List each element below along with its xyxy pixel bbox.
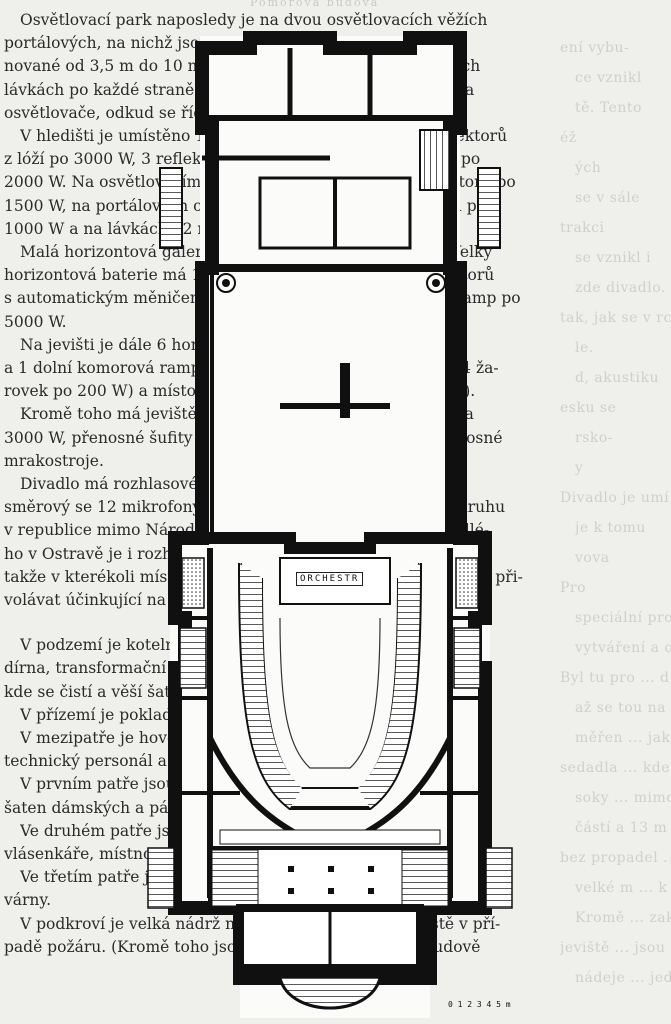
foyer-band: [219, 829, 441, 845]
text-line: várny.: [4, 891, 52, 910]
show-through-line: éž: [560, 130, 577, 146]
show-through-line: je k tomu: [575, 520, 646, 536]
show-through-line: speciální prostor pro divadlo. Šlo o: [575, 610, 671, 626]
show-through-line: tě. Tento: [575, 100, 642, 116]
running-header: Pomorová budova: [250, 0, 380, 9]
show-through-line: Kromě ... zakázaní ... se nachází: [575, 910, 671, 926]
upper-rooms: [202, 48, 460, 272]
show-through-line: se vznikl i: [575, 250, 652, 266]
floor-plan-drawing: [147, 31, 513, 1018]
show-through-line: Pro: [560, 580, 587, 596]
show-through-line: y: [575, 460, 584, 476]
entrance-hall: [208, 846, 452, 910]
proscenium-wall: [175, 532, 485, 554]
text-line: 5000 W.: [4, 312, 67, 331]
show-through-line: Byl tu pro ... divadlo: [560, 670, 670, 686]
show-through-line: ých: [575, 160, 602, 176]
show-through-line: částí a 13 m: [575, 820, 668, 836]
entrance-side-stairs: [147, 847, 513, 909]
show-through-line: měřen ... jako i 2 do nejvyšších: [575, 730, 671, 746]
show-through-line: vytváření a ochraně celého přízemí, jak …: [575, 640, 671, 656]
side-stairs: [179, 557, 481, 689]
show-through-line: velké m ... k ... velkých: [575, 880, 671, 896]
scale-bar-label: 0 1 2 3 4 5 m: [448, 1000, 511, 1009]
show-through-line: Divadlo je umístěno v paláci, který však: [560, 490, 670, 506]
stage-side-towers: [159, 167, 501, 249]
show-through-line: ce vznikl: [575, 70, 642, 86]
auditorium: [207, 562, 453, 836]
show-through-line: sedadla ... kde: [560, 760, 670, 776]
building-interior: [170, 36, 490, 1018]
show-through-line: bez propadel ... vyšší ... divadlo: [560, 850, 670, 866]
show-through-line: se v sále: [575, 190, 641, 206]
show-through-line: d, akustiku: [575, 370, 659, 386]
show-through-line: le.: [575, 340, 594, 356]
show-through-line: jeviště ... jsou ... hlediště ... místno…: [560, 940, 670, 956]
vestibule: [236, 904, 424, 1010]
show-through-line: trakci: [560, 220, 605, 236]
show-through-line: až se tou na šířku ... vysoké (šikmé): [575, 700, 671, 716]
show-through-line: nádeje ... jeden ... ostatní: [575, 970, 671, 986]
show-through-line: soky ... mimo: [575, 790, 671, 806]
show-through-line: vova: [575, 550, 610, 566]
show-through-line: rsko-: [575, 430, 614, 446]
orchestra-label: ORCHESTR: [296, 572, 364, 586]
text-line: mrakostroje.: [4, 451, 104, 470]
show-through-line: ení vybu-: [560, 40, 630, 56]
stair-room-upper-right: [419, 129, 451, 191]
show-through-line: tak, jak se v roce 1926 a zahájil Vyškov…: [560, 310, 670, 326]
text-line: Osvětlovací park naposledy je na dvou os…: [20, 11, 488, 29]
show-through-line: zde divadlo. Dům je první celé reprezent…: [575, 280, 671, 296]
side-rooms: [175, 548, 485, 898]
stage-area: [210, 268, 455, 538]
show-through-line: esku se: [560, 400, 617, 416]
theatre-floor-plan: ORCHESTR 0 1 2 3 4 5 m: [130, 18, 530, 1018]
